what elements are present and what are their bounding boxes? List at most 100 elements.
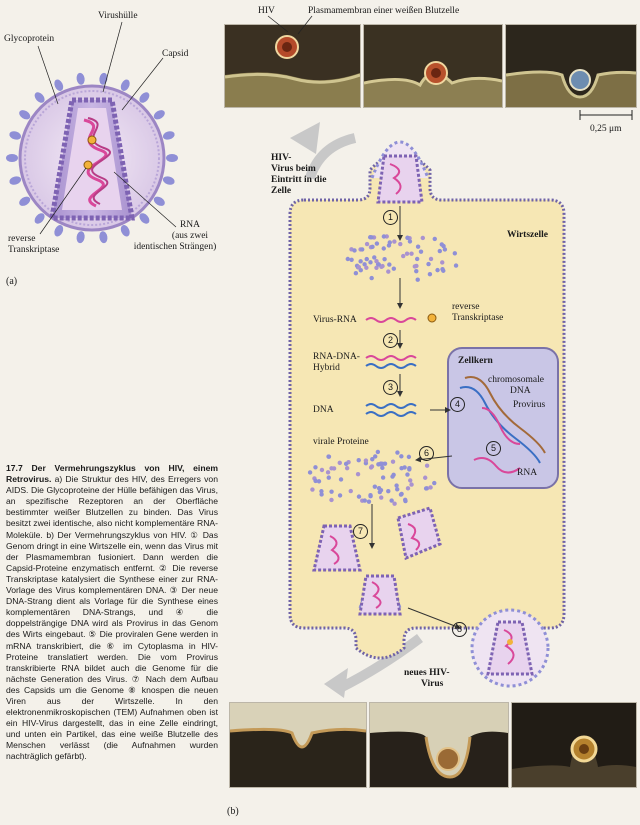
protein-dot <box>373 454 377 458</box>
nucleus <box>448 348 558 488</box>
protein-dot <box>440 260 444 264</box>
step-3: 3 <box>383 380 398 395</box>
protein-dot <box>406 486 410 490</box>
protein-dot <box>416 245 420 249</box>
glycoprotein-knob <box>53 78 65 92</box>
step-4: 4 <box>450 397 465 412</box>
protein-dot <box>391 459 395 463</box>
protein-dot <box>364 458 368 462</box>
protein-dot <box>395 450 399 454</box>
protein-dot <box>374 259 378 263</box>
protein-dot <box>435 268 439 272</box>
label-rt-1: reverse <box>452 302 479 313</box>
glycoprotein-knob <box>6 154 18 162</box>
label-hybrid-1: RNA-DNA- <box>313 352 360 363</box>
protein-dot <box>423 476 427 480</box>
protein-dot <box>378 462 382 466</box>
figure-letter-a: (a) <box>6 276 17 287</box>
label-host-cell: Wirtszelle <box>507 230 548 241</box>
protein-dot <box>344 462 348 466</box>
protein-dot <box>346 257 350 261</box>
protein-dot <box>376 450 380 454</box>
reverse-transcriptase-dot <box>88 136 96 144</box>
protein-dot <box>345 466 349 470</box>
protein-dot <box>421 236 425 240</box>
protein-dot <box>352 248 356 252</box>
tem-image-exit-2 <box>369 702 509 788</box>
label-entry-2: Virus beim <box>271 164 316 175</box>
protein-dot <box>415 257 419 261</box>
protein-dot <box>338 493 342 497</box>
protein-dot <box>364 266 368 270</box>
label-reverse: reverse <box>8 234 35 245</box>
protein-dot <box>380 466 384 470</box>
glycoprotein-knob <box>8 175 22 186</box>
protein-dot <box>382 234 386 238</box>
protein-dot <box>405 472 409 476</box>
protein-dot <box>370 245 374 249</box>
tem-top-leader-lines <box>260 14 340 36</box>
label-transcriptase: Transkriptase <box>8 245 59 256</box>
protein-dot <box>326 470 330 474</box>
label-virus-envelope: Virushülle <box>98 11 138 22</box>
protein-dot <box>382 246 386 250</box>
protein-dot <box>408 478 412 482</box>
glycoprotein-knob <box>76 72 86 85</box>
protein-dot <box>399 466 403 470</box>
protein-dot <box>308 470 312 474</box>
protein-dot <box>395 487 399 491</box>
protein-dot <box>357 458 361 462</box>
label-rna-note-2: identischen Strängen) <box>120 242 230 253</box>
label-nucleus: Zellkern <box>458 356 493 367</box>
label-rt-2: Transkriptase <box>452 313 503 324</box>
protein-dot <box>409 251 413 255</box>
protein-dot <box>357 494 361 498</box>
protein-dot <box>409 482 413 486</box>
glycoprotein-knob <box>76 231 86 244</box>
protein-dot <box>432 481 436 485</box>
protein-dot <box>454 263 458 267</box>
figure-letter-b: (b) <box>227 806 239 817</box>
protein-dot <box>349 258 353 262</box>
protein-dot <box>338 461 342 465</box>
protein-dot <box>357 265 361 269</box>
protein-dot <box>310 487 314 491</box>
protein-dot <box>398 242 402 246</box>
label-rna: RNA <box>160 220 220 231</box>
entering-virus <box>372 142 428 202</box>
protein-dot <box>354 271 358 275</box>
protein-dot <box>429 257 433 261</box>
step-2: 2 <box>383 333 398 348</box>
protein-dot <box>380 264 384 268</box>
label-capsid: Capsid <box>162 49 188 60</box>
protein-dot <box>368 493 372 497</box>
step-5: 5 <box>486 441 501 456</box>
tem-image-entry-2 <box>363 24 503 108</box>
glycoprotein-knob <box>166 154 178 162</box>
protein-dot <box>405 251 409 255</box>
protein-dot <box>319 489 323 493</box>
protein-dot <box>388 240 392 244</box>
protein-dot <box>399 492 403 496</box>
tem-image-exit-3 <box>511 702 637 788</box>
protein-dot <box>433 237 437 241</box>
protein-dot <box>403 498 407 502</box>
caption-body: a) Die Struktur des HIV, des Erregers vo… <box>6 474 218 761</box>
protein-dot <box>379 488 383 492</box>
label-new-virus-2: Virus <box>421 679 443 690</box>
label-chromosomal-2: DNA <box>510 386 531 397</box>
protein-dot <box>387 262 391 266</box>
protein-dot <box>440 267 444 271</box>
protein-dot <box>408 239 412 243</box>
protein-dot <box>313 479 317 483</box>
glycoprotein-knob <box>53 224 65 238</box>
new-virus <box>472 610 548 686</box>
tem-image-entry-1 <box>224 24 361 108</box>
protein-dot <box>425 464 429 468</box>
label-entry-4: Zelle <box>271 186 291 197</box>
glycoprotein-knob <box>119 78 131 92</box>
label-dna: DNA <box>313 405 334 416</box>
protein-dot <box>363 498 367 502</box>
label-nuclear-rna: RNA <box>517 468 537 479</box>
protein-dot <box>381 475 385 479</box>
